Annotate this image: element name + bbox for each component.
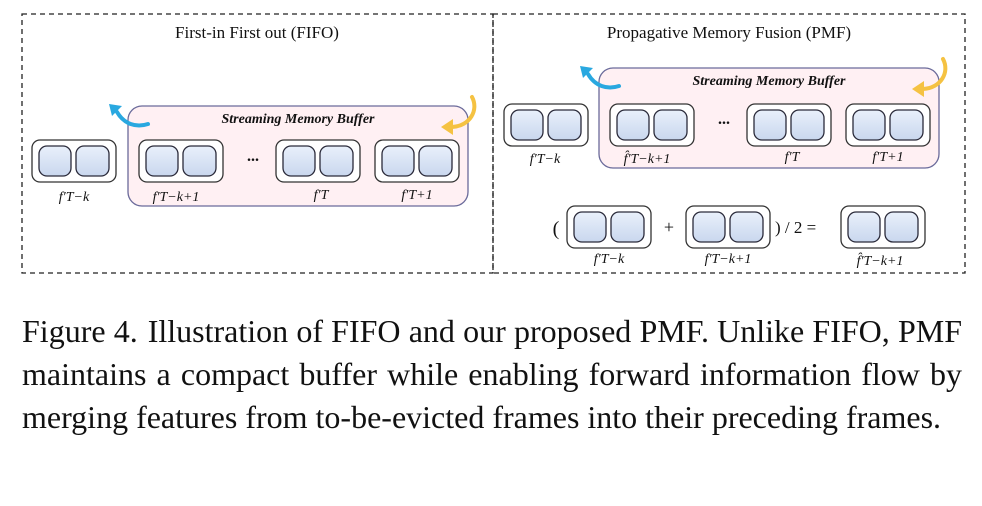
pmf-panel: [492, 13, 966, 274]
pmf-buffer-label-2: f′T: [785, 150, 801, 165]
diagram-figure: First-in First out (FIFO) Propagative Me…: [21, 13, 966, 274]
figure-caption: Figure 4.Illustration of FIFO and our pr…: [22, 310, 962, 439]
fifo-panel: [21, 13, 494, 274]
pmf-title: Propagative Memory Fusion (PMF): [607, 23, 851, 42]
caption-text: Illustration of FIFO and our proposed PM…: [22, 313, 963, 435]
pmf-evicted-frame: [503, 103, 589, 147]
caption-label: Figure 4.: [22, 313, 138, 349]
fifo-buffer-frame-3: [374, 139, 460, 183]
pmf-buffer-frame-1: [609, 103, 695, 147]
fifo-buffer-frame-1: [138, 139, 224, 183]
fifo-buffer-label-3: f′T+1: [401, 188, 432, 203]
fifo-title: First-in First out (FIFO): [175, 23, 339, 42]
pmf-buffer-label: Streaming Memory Buffer: [693, 74, 847, 89]
fifo-evicted-label: f′T−k: [59, 190, 90, 205]
pmf-ellipsis: ...: [718, 111, 730, 128]
equation-result-frame: [840, 205, 926, 249]
equation-label-3: f̂′T−k+1: [857, 252, 904, 269]
pmf-buffer-label-1: f̂′T−k+1: [624, 150, 671, 167]
equation-close-div: ) / 2 =: [775, 218, 816, 237]
equation-plus: +: [664, 217, 674, 237]
fifo-buffer-label: Streaming Memory Buffer: [222, 112, 376, 127]
equation-term-evicted-frame: [566, 205, 652, 249]
equation-label-2: f′T−k+1: [705, 252, 752, 267]
equation-term-next-frame: [685, 205, 771, 249]
pmf-evict-arrow-icon: [580, 66, 621, 90]
fifo-buffer-label-2: f′T: [314, 188, 330, 203]
fifo-ellipsis: ...: [247, 148, 259, 165]
pmf-buffer-frame-2: [746, 103, 832, 147]
equation-label-1: f′T−k: [594, 252, 625, 267]
pmf-buffer-frame-3: [845, 103, 931, 147]
fifo-evict-arrow-icon: [109, 104, 150, 128]
fifo-buffer-label-1: f′T−k+1: [153, 190, 200, 205]
fifo-evicted-frame: [31, 139, 117, 183]
pmf-insert-arrow-icon: [912, 57, 948, 97]
fifo-buffer-frame-2: [275, 139, 361, 183]
fifo-insert-arrow-icon: [441, 95, 477, 135]
pmf-buffer-label-3: f′T+1: [872, 150, 903, 165]
equation-open-paren: (: [553, 218, 560, 240]
pmf-evicted-label: f′T−k: [530, 152, 561, 167]
